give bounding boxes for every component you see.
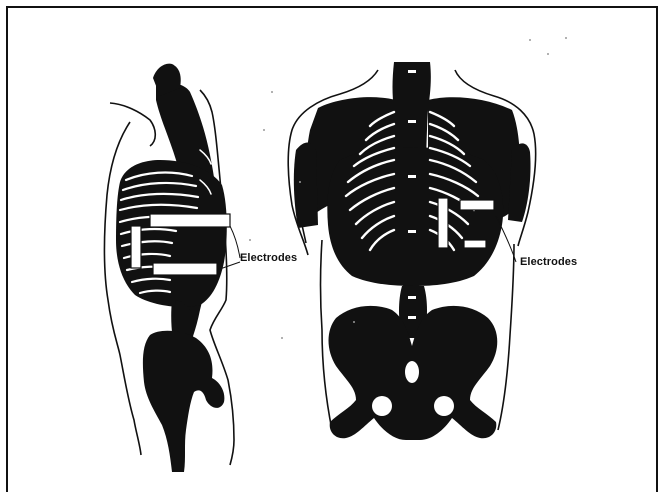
back-view-electrodes-label: Electrodes	[520, 256, 577, 268]
side-electrode-lower	[153, 263, 217, 275]
back-view-left-arm	[294, 143, 318, 229]
back-electrode-upper	[460, 200, 494, 210]
side-electrode-vertical	[131, 226, 141, 268]
back-view-leader-lines	[496, 216, 516, 262]
back-view-ribcage	[327, 148, 503, 287]
back-electrode-vertical	[438, 198, 448, 248]
back-electrode-lower	[464, 240, 486, 248]
back-view-figure	[288, 62, 535, 440]
side-view-pelvis	[143, 331, 224, 472]
side-electrode-upper	[150, 214, 230, 227]
side-view-electrodes-label: Electrodes	[240, 252, 297, 264]
